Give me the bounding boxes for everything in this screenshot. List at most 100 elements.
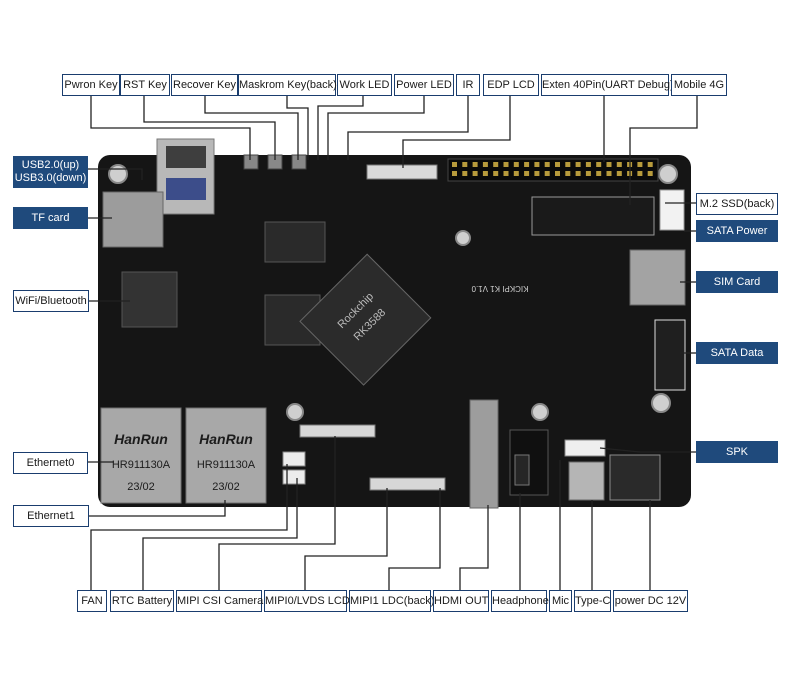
leader-usb	[86, 168, 143, 180]
gpio-pin	[585, 171, 591, 176]
label-mic: Mic	[549, 590, 572, 612]
label-rtc-battery: RTC Battery	[110, 590, 174, 612]
leader-work	[317, 96, 364, 160]
board-name: KICKPI K1 V1.0	[471, 284, 528, 293]
leader-mipi1	[388, 488, 441, 592]
label-ethernet0: Ethernet0	[13, 452, 88, 474]
gpio-pin	[503, 171, 509, 176]
soc-chip	[299, 253, 432, 386]
label-sata-power: SATA Power	[696, 220, 778, 242]
label-wifi-bluetooth: WiFi/Bluetooth	[13, 290, 89, 312]
rtc-connector	[282, 469, 306, 485]
gpio-pin	[585, 162, 591, 167]
dc-jack	[609, 454, 661, 501]
hdmi-connector	[469, 399, 499, 509]
label-sata-data: SATA Data	[696, 342, 778, 364]
eth1-model: HR911130A	[197, 459, 256, 471]
mount-hole	[658, 164, 678, 184]
gpio-pin	[534, 171, 540, 176]
mount-hole	[651, 393, 671, 413]
sata-data-connector	[654, 319, 686, 391]
gpio-pin	[544, 171, 550, 176]
label-hdmi-out: HDMI OUT	[433, 590, 489, 612]
leader-mipicsi	[218, 436, 336, 592]
mount-hole	[108, 164, 128, 184]
mic-jack	[514, 454, 530, 486]
gpio-pin	[647, 162, 653, 167]
label-usb-line1: USB2.0(up)	[21, 159, 80, 171]
gpio-pin	[647, 171, 653, 176]
leader-lines	[86, 96, 698, 592]
wifi-module	[121, 271, 178, 328]
usb-port	[166, 178, 206, 200]
gpio-header	[447, 158, 659, 182]
gpio-pin	[482, 171, 488, 176]
recover-key	[291, 154, 307, 170]
label-usb: USB2.0(up) USB3.0(down)	[13, 156, 88, 188]
label-mipi-csi-camera: MIPI CSI Camera	[176, 590, 263, 612]
label-pwron-key: Pwron Key	[62, 74, 120, 96]
mount-hole	[286, 403, 304, 421]
gpio-pin	[565, 162, 571, 167]
label-tf-card: TF card	[13, 207, 88, 229]
label-ethernet1: Ethernet1	[13, 505, 89, 527]
gpio-pin	[575, 162, 581, 167]
sata-power-connector	[659, 189, 685, 231]
leader-edp	[402, 96, 511, 168]
gpio-pin	[596, 162, 602, 167]
gpio-pin	[513, 162, 519, 167]
leader-spk	[599, 447, 696, 453]
gpio-pin	[555, 171, 560, 176]
gpio-pin	[452, 162, 457, 167]
gpio-pin	[503, 162, 509, 167]
leader-fan	[90, 464, 288, 592]
leader-eth1	[89, 500, 226, 517]
gpio-pin	[606, 162, 612, 167]
leader-hdmi	[459, 505, 489, 592]
label-mipi0-lvds-lcd: MIPI0/LVDS LCD	[264, 590, 350, 612]
usb-port	[166, 146, 206, 168]
eth0-brand: HanRun	[114, 431, 168, 447]
leader-maskrom	[286, 96, 309, 160]
gpio-pin	[524, 171, 530, 176]
gpio-pin	[534, 162, 540, 167]
label-ir: IR	[456, 74, 480, 96]
label-type-c: Type-C	[574, 590, 611, 612]
label-rst-key: RST Key	[120, 74, 170, 96]
gpio-pin	[637, 162, 643, 167]
gpio-pin	[472, 162, 478, 167]
gpio-pin	[616, 171, 622, 176]
leader-ir	[347, 96, 469, 160]
gpio-pin	[616, 162, 622, 167]
label-recover-key: Recover Key	[171, 74, 238, 96]
gpio-pin	[462, 171, 468, 176]
gpio-pin	[482, 162, 488, 167]
gpio-pin	[544, 162, 550, 167]
mipi-csi-connector	[299, 424, 376, 438]
leader-recover	[204, 96, 299, 160]
gpio-pin	[565, 171, 571, 176]
m2-slot	[531, 196, 655, 236]
memory-chip	[264, 221, 326, 263]
gpio-pin	[513, 171, 519, 176]
ethernet1-jack	[185, 407, 267, 504]
tf-card-slot	[102, 191, 164, 248]
eth0-date: 23/02	[127, 481, 155, 493]
leader-rst	[143, 96, 276, 160]
leader-mipi0	[304, 488, 388, 592]
leader-powerled	[327, 96, 425, 160]
label-usb-line2: USB3.0(down)	[14, 172, 87, 184]
gpio-pin	[452, 171, 457, 176]
eth1-brand: HanRun	[199, 431, 253, 447]
leader-rtc	[142, 478, 298, 592]
fan-connector	[282, 451, 306, 467]
gpio-pin	[555, 162, 560, 167]
gpio-pin	[472, 171, 478, 176]
ethernet0-jack	[100, 407, 182, 504]
eth0-model: HR911130A	[112, 459, 171, 471]
mipi-lvds-connector	[369, 477, 446, 491]
label-exten-40pin: Exten 40Pin(UART Debug)	[541, 74, 674, 96]
label-mipi1-ldc: MIPI1 LDC(back)	[349, 590, 434, 612]
